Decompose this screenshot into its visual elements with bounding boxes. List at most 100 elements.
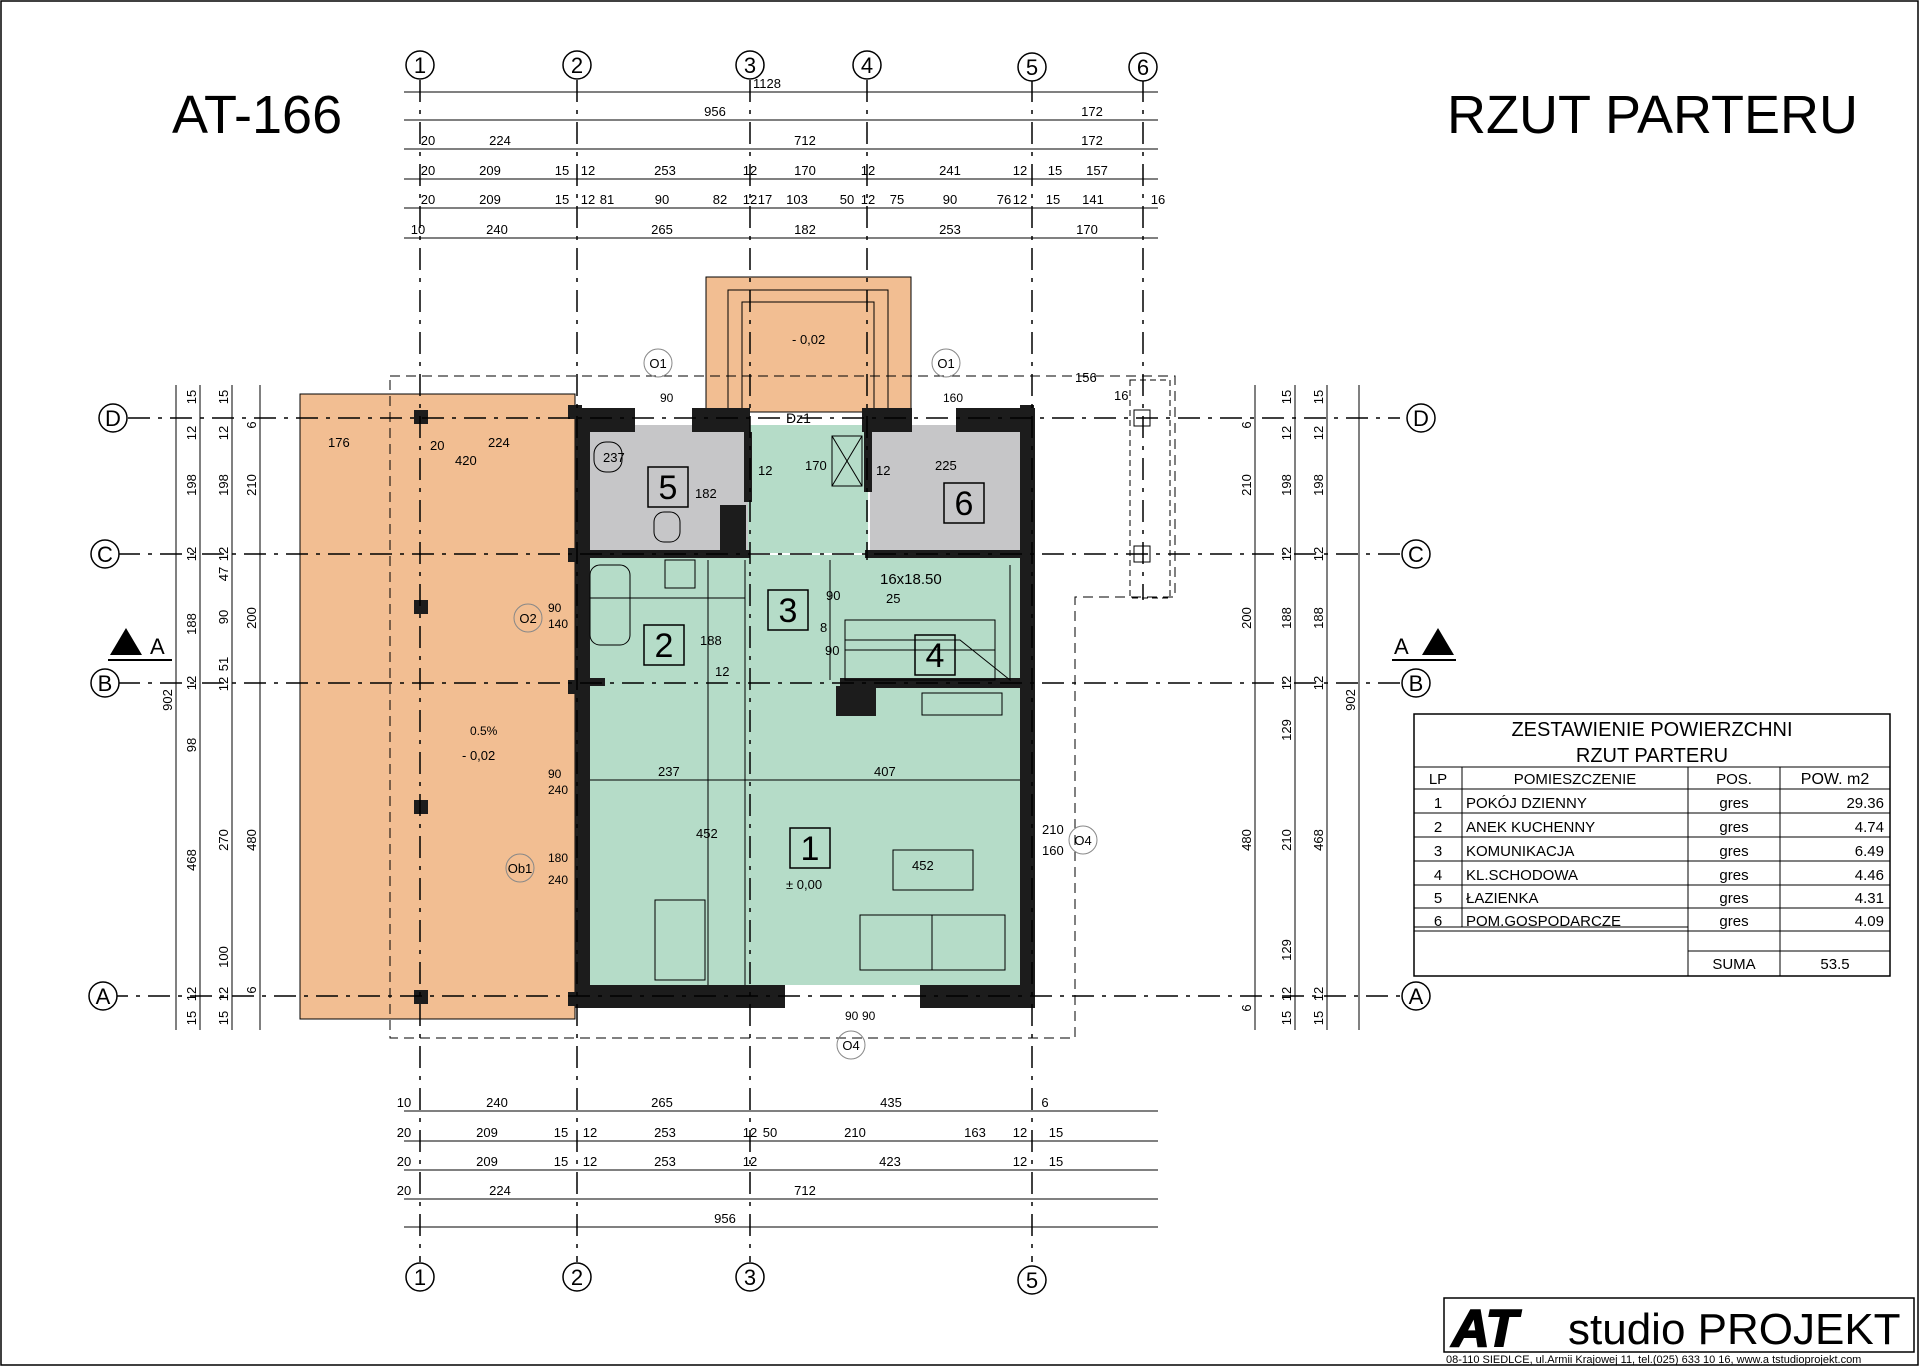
top-dim-r4-9: 12 <box>1013 163 1027 178</box>
left-dim-c1-7: 468 <box>184 849 199 871</box>
top-dim-r4-0: 20 <box>421 163 435 178</box>
svg-text:O1: O1 <box>649 356 666 371</box>
svg-text:407: 407 <box>874 764 896 779</box>
svg-text:5: 5 <box>659 469 678 507</box>
svg-text:1: 1 <box>414 53 426 78</box>
stairs-width: 25 <box>886 591 900 606</box>
bot-dim-r2-2: 15 <box>554 1125 568 1140</box>
area-table: ZESTAWIENIE POWIERZCHNI RZUT PARTERU LP … <box>1413 713 1891 977</box>
svg-text:12: 12 <box>876 463 890 478</box>
left-dim-c2-5: 90 <box>216 610 231 624</box>
axis-marker-3-bottom: 3 <box>735 1262 765 1292</box>
left-dim-c3-2: 200 <box>244 607 259 629</box>
top-dim-r4-10: 15 <box>1048 163 1062 178</box>
top-dim-r4-6: 170 <box>794 163 816 178</box>
svg-text:188: 188 <box>700 633 722 648</box>
terrace-level: - 0,02 <box>462 748 495 763</box>
bot-dim-r1-1: 240 <box>486 1095 508 1110</box>
svg-text:90: 90 <box>660 391 674 405</box>
top-dim-r5-11: 12 <box>861 192 875 207</box>
right-dim-c1-5: 12 <box>1311 676 1326 690</box>
svg-text:90: 90 <box>548 767 562 781</box>
table-cell-0-3: 29.36 <box>1846 795 1884 812</box>
room-number-1: 1 <box>789 827 831 869</box>
svg-text:240: 240 <box>548 873 568 887</box>
top-dim-r5-4: 81 <box>600 192 614 207</box>
svg-text:140: 140 <box>548 617 568 631</box>
top-dim-r2-1: 172 <box>1081 104 1103 119</box>
top-dim-r6-4: 253 <box>939 222 961 237</box>
svg-text:C: C <box>97 542 113 567</box>
axis-markers-top: 1 2 3 4 5 6 <box>405 50 1158 82</box>
axis-marker-5: 5 <box>1017 52 1047 82</box>
table-cell-0-0: 1 <box>1434 795 1442 812</box>
svg-text:160: 160 <box>943 391 963 405</box>
top-dim-r5-8: 17 <box>758 192 772 207</box>
right-dim-c2-10: 15 <box>1279 1011 1294 1025</box>
axis-marker-D-left: D <box>98 403 128 433</box>
table-cell-4-3: 4.31 <box>1855 890 1884 907</box>
room-6-fill <box>870 425 1020 553</box>
roof-outline <box>389 375 1176 1039</box>
table-cell-1-0: 2 <box>1434 819 1442 836</box>
svg-text:156: 156 <box>1075 370 1097 385</box>
bot-dim-r3-2: 15 <box>554 1154 568 1169</box>
table-cell-1-1: ANEK KUCHENNY <box>1466 819 1595 836</box>
right-dim-outer-0: 902 <box>1343 689 1358 711</box>
bot-dim-r3-3: 12 <box>583 1154 597 1169</box>
axis-marker-D-right: D <box>1406 403 1436 433</box>
right-dim-c1-7: 12 <box>1311 987 1326 1001</box>
svg-text:D: D <box>1413 406 1429 431</box>
svg-text:B: B <box>1409 671 1424 696</box>
left-dim-c3-4: 6 <box>244 986 259 993</box>
svg-text:1: 1 <box>414 1265 426 1290</box>
terrace-dim-224: 224 <box>488 435 510 450</box>
axis-gridlines <box>106 80 1400 1262</box>
bot-dim-r3-1: 209 <box>476 1154 498 1169</box>
left-dim-c2-10: 12 <box>216 987 231 1001</box>
right-dim-c2-2: 198 <box>1279 474 1294 496</box>
svg-text:3: 3 <box>744 53 756 78</box>
door-tag: Dz1 <box>786 410 811 426</box>
table-cell-3-0: 4 <box>1434 867 1442 884</box>
svg-text:3: 3 <box>744 1265 756 1290</box>
table-cell-5-0: 6 <box>1434 913 1442 930</box>
top-dim-r6-1: 240 <box>486 222 508 237</box>
right-dim-c1-2: 198 <box>1311 474 1326 496</box>
right-dim-c3-2: 200 <box>1239 607 1254 629</box>
svg-text:170: 170 <box>805 458 827 473</box>
top-dim-r5-17: 141 <box>1082 192 1104 207</box>
svg-text:O2: O2 <box>519 611 536 626</box>
right-dim-c2-6: 129 <box>1279 719 1294 741</box>
bot-dim-r2-3: 12 <box>583 1125 597 1140</box>
table-header-area: POW. m2 <box>1801 771 1870 788</box>
table-cell-1-2: gres <box>1719 819 1748 836</box>
terrace-slope: 0.5% <box>470 724 498 738</box>
svg-text:90: 90 <box>845 1009 859 1023</box>
top-dim-r5-2: 15 <box>555 192 569 207</box>
axis-marker-C-left: C <box>90 539 120 569</box>
svg-text:16: 16 <box>1114 388 1128 403</box>
left-dim-c3-0: 6 <box>244 421 259 428</box>
axis-marker-2-bottom: 2 <box>562 1262 592 1292</box>
top-dim-r5-5: 90 <box>655 192 669 207</box>
top-dim-r5-15: 12 <box>1013 192 1027 207</box>
bot-dim-r2-7: 210 <box>844 1125 866 1140</box>
right-dim-c2-7: 210 <box>1279 829 1294 851</box>
top-dim-r5-7: 12 <box>743 192 757 207</box>
drawing-code: AT-166 <box>172 85 342 145</box>
window-tag-o4-right: O4 <box>1068 825 1098 855</box>
room-5-fill <box>578 425 748 553</box>
svg-text:3: 3 <box>779 592 798 630</box>
svg-text:6: 6 <box>955 485 974 523</box>
svg-text:A: A <box>150 634 165 659</box>
room-numbers: 1 2 3 4 5 6 <box>643 466 985 869</box>
axis-markers-left: D C B A <box>88 403 128 1011</box>
top-dim-r3-3: 172 <box>1081 133 1103 148</box>
right-dim-c2-8: 129 <box>1279 939 1294 961</box>
top-dim-r4-5: 12 <box>743 163 757 178</box>
table-cell-5-1: POM.GOSPODARCZE <box>1466 913 1621 930</box>
svg-text:Ob1: Ob1 <box>508 861 533 876</box>
svg-text:90: 90 <box>862 1009 876 1023</box>
left-dim-c3-3: 480 <box>244 829 259 851</box>
